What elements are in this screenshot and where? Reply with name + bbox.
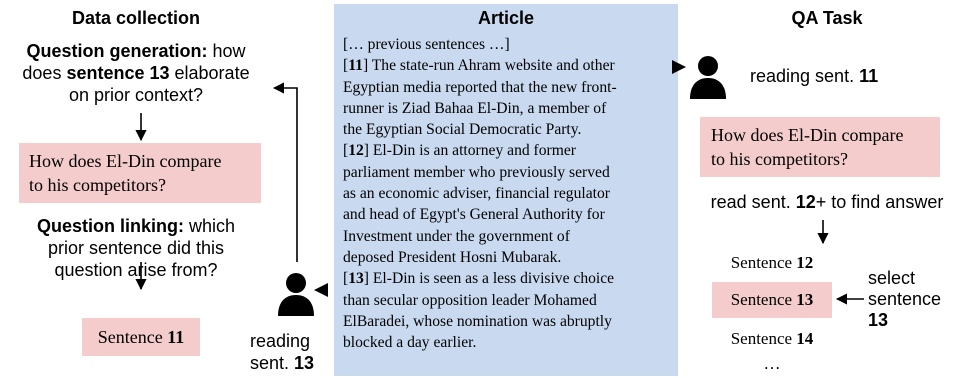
candidate-sentence-14[interactable]: Sentence 14 — [730, 329, 814, 348]
reader-label-left: reading sent. 13 — [250, 331, 315, 373]
select-sentence-label: select sentence 13 — [868, 268, 942, 330]
reading-sentence-label: reading sent. 11 — [750, 66, 879, 86]
article-text: [… previous sentences …] [11] The state-… — [343, 36, 617, 352]
selected-sentence-box[interactable]: Sentence 13 — [712, 282, 832, 318]
reader-person-icon-right — [672, 56, 726, 99]
question-linking-text: Question linking: which prior sentence d… — [36, 216, 236, 280]
linked-sentence-box: Sentence 11 — [82, 318, 200, 356]
question-generation-text: Question generation: how does sentence 1… — [22, 41, 250, 105]
question-generation-label: Question generation: — [26, 41, 208, 61]
read-instruction: read sent. 12+ to find answer — [710, 192, 944, 212]
question-linking-label: Question linking: — [36, 216, 184, 236]
article-title: Article — [477, 8, 535, 28]
sentence-13-number: 13 — [348, 270, 364, 288]
sentence-12-number: 12 — [348, 142, 364, 160]
reader-person-icon — [278, 273, 328, 316]
sentence-11-number: 11 — [348, 57, 363, 75]
article-panel: Article [… previous sentences …] [11] Th… — [334, 4, 678, 376]
qa-question-box: How does El-Din compare to his competito… — [700, 117, 940, 177]
qa-task-title: QA Task — [791, 8, 863, 28]
candidate-sentence-12[interactable]: Sentence 12 — [730, 253, 814, 272]
data-collection-title: Data collection — [71, 8, 201, 28]
more-sentences-ellipsis: … — [763, 354, 781, 373]
generated-question-box: How does El-Din compare to his competito… — [19, 143, 261, 203]
target-sentence-ref: sentence 13 — [66, 63, 170, 83]
